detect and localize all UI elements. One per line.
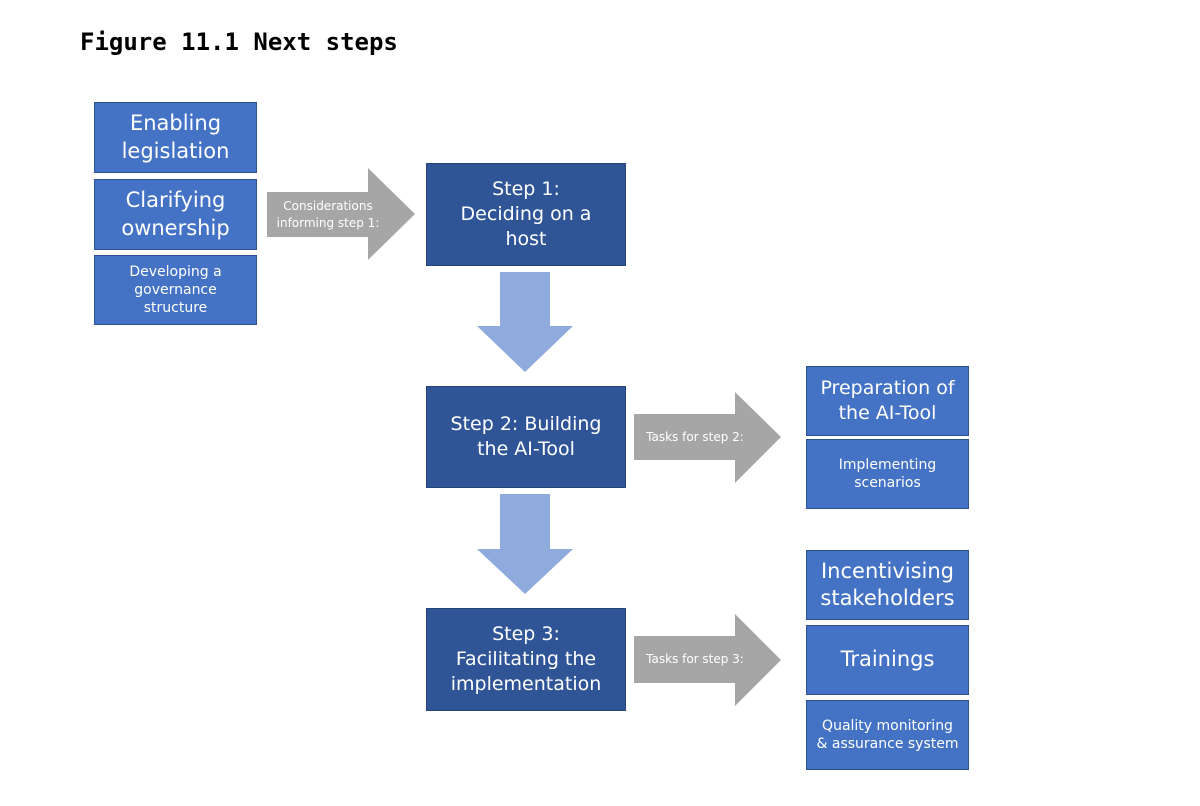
preparation-ai-tool-box: Preparation of the AI-Tool — [806, 366, 969, 436]
step3-box: Step 3: Facilitating the implementation — [426, 608, 626, 711]
considerations-arrow-label: Considerations informing step 1: — [276, 199, 380, 230]
trainings-box: Trainings — [806, 625, 969, 695]
enabling-legislation-box: Enabling legislation — [94, 102, 257, 173]
implementing-scenarios-box: Implementing scenarios — [806, 439, 969, 509]
considerations-arrow — [267, 168, 415, 260]
tasks-step2-arrow-label: Tasks for step 2: — [646, 429, 744, 444]
tasks-step3-arrow — [634, 614, 781, 706]
step2-to-step3-arrow — [477, 494, 573, 594]
incentivising-stakeholders-box: Incentivising stakeholders — [806, 550, 969, 620]
figure-title: Figure 11.1 Next steps — [80, 28, 398, 56]
governance-structure-box: Developing a governance structure — [94, 255, 257, 325]
step2-box: Step 2: Building the AI-Tool — [426, 386, 626, 488]
clarifying-ownership-box: Clarifying ownership — [94, 179, 257, 250]
quality-monitoring-box: Quality monitoring & assurance system — [806, 700, 969, 770]
step1-box: Step 1: Deciding on a host — [426, 163, 626, 266]
tasks-step2-arrow — [634, 392, 781, 483]
tasks-step3-arrow-label: Tasks for step 3: — [646, 652, 744, 667]
step1-to-step2-arrow — [477, 272, 573, 372]
